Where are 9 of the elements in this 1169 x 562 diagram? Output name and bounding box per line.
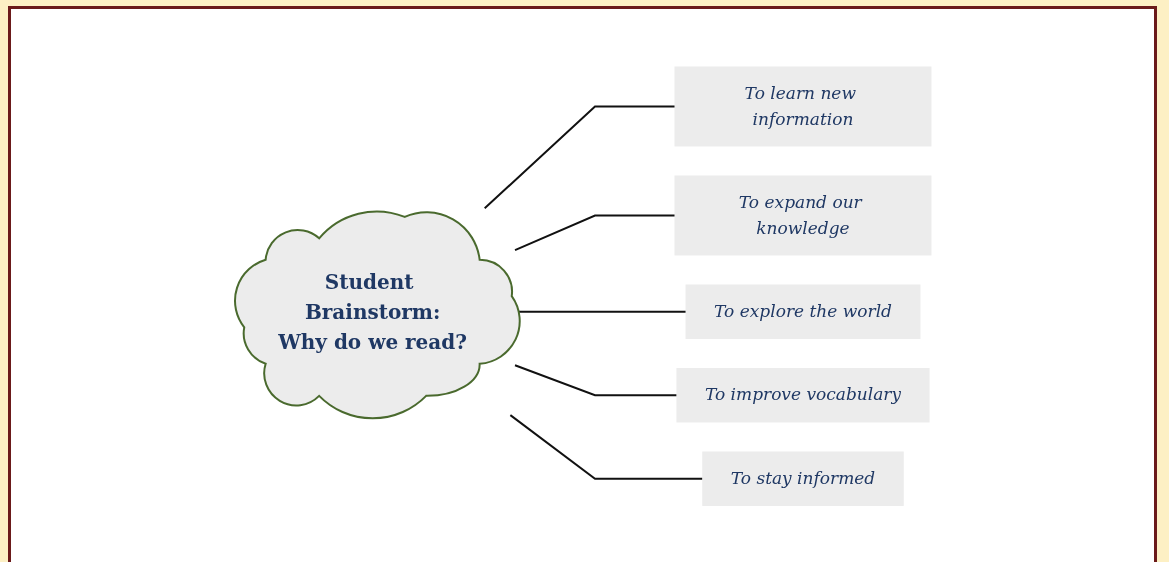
connector xyxy=(513,363,678,396)
connector xyxy=(508,413,704,480)
connector xyxy=(513,214,676,251)
node-box: To improve vocabulary xyxy=(675,367,930,423)
node-box: To learn new information xyxy=(674,66,931,147)
node-box: To stay informed xyxy=(701,451,904,506)
node-box: To expand our knowledge xyxy=(674,175,931,256)
connector xyxy=(483,105,676,210)
node-box: To explore the world xyxy=(685,284,920,339)
